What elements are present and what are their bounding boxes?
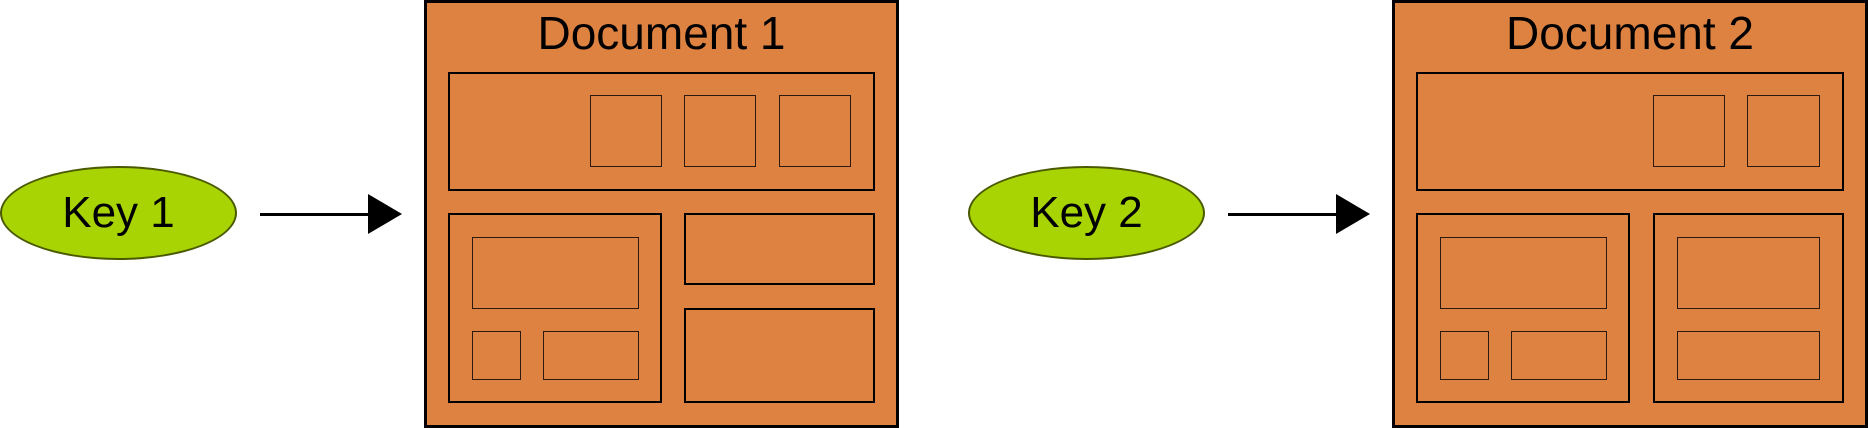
document-2-bottom-right-panel xyxy=(1653,213,1844,403)
key-2-node: Key 2 xyxy=(968,166,1205,260)
arrow-shaft xyxy=(260,213,370,216)
document-2-nested-field-wide xyxy=(1440,237,1607,309)
document-1-top-panel xyxy=(448,72,875,191)
arrow-head-icon xyxy=(1336,194,1370,234)
document-1-nested-field-small xyxy=(472,331,521,380)
document-2-top-field-1 xyxy=(1653,95,1725,167)
document-2-nested-field-small xyxy=(1440,331,1489,380)
document-1-right-panel-bottom xyxy=(684,308,875,403)
document-1-top-field-2 xyxy=(684,95,756,167)
document-2-title: Document 2 xyxy=(1505,7,1754,59)
document-1-top-field-3 xyxy=(779,95,851,167)
document-1-right-panel-top xyxy=(684,213,875,285)
document-1-title: Document 1 xyxy=(537,7,786,59)
arrow-key2-to-document2 xyxy=(1228,194,1370,234)
document-2-nested-field-medium xyxy=(1511,331,1607,380)
arrow-key1-to-document1 xyxy=(260,194,402,234)
document-1-nested-field-medium xyxy=(543,331,639,380)
document-1-nested-field-wide xyxy=(472,237,639,309)
document-2-top-panel xyxy=(1416,72,1844,191)
document-1-bottom-left-panel xyxy=(448,213,662,403)
arrow-shaft xyxy=(1228,213,1338,216)
key-1-node: Key 1 xyxy=(0,166,237,260)
arrow-head-icon xyxy=(368,194,402,234)
document-2-nested-field-upper xyxy=(1677,237,1820,309)
document-2-nested-field-lower xyxy=(1677,331,1820,380)
document-2-bottom-left-panel xyxy=(1416,213,1630,403)
document-2-top-field-2 xyxy=(1747,95,1820,167)
document-1-top-field-1 xyxy=(590,95,662,167)
